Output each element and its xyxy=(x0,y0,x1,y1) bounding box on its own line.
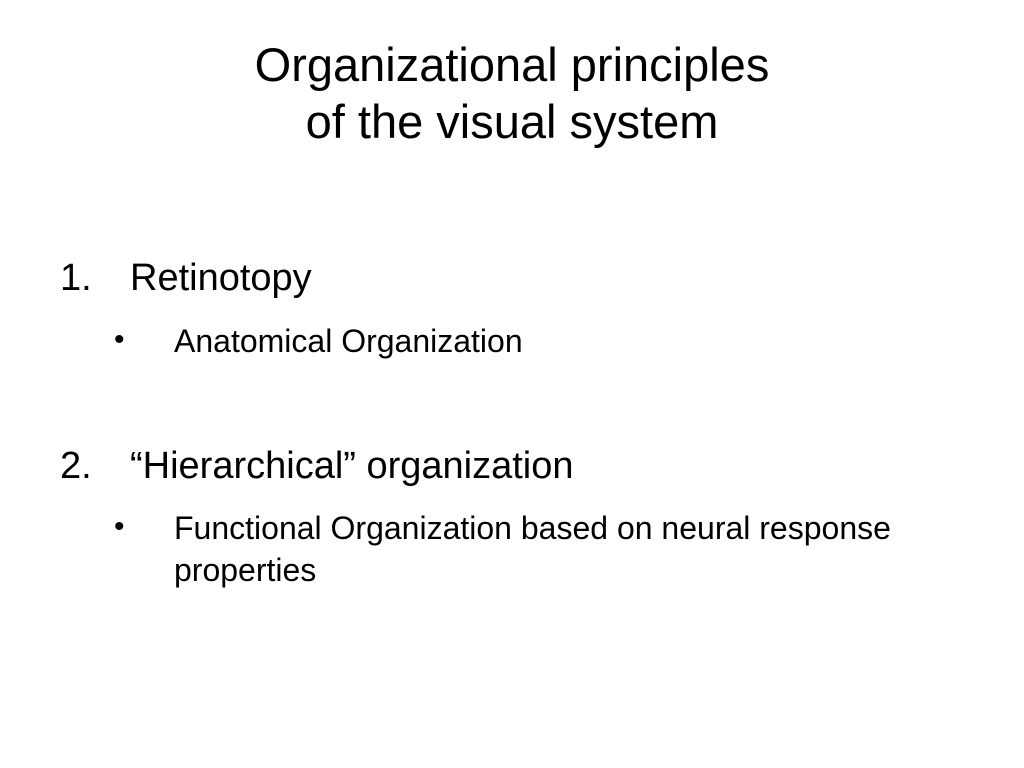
bullet-icon: • xyxy=(114,323,125,356)
bullet-icon: • xyxy=(114,510,125,543)
item-number: 2. xyxy=(60,445,92,487)
item-number: 1. xyxy=(60,257,92,299)
title-line-1: Organizational principles xyxy=(254,38,770,91)
slide-title: Organizational principles of the visual … xyxy=(0,36,1024,150)
sub-item-text: Anatomical Organization xyxy=(174,323,523,359)
sub-item-text: Functional Organization based on neural … xyxy=(174,510,891,588)
title-line-2: of the visual system xyxy=(305,95,719,148)
item-label: “Hierarchical” organization xyxy=(130,445,574,487)
item-label: Retinotopy xyxy=(130,257,312,299)
